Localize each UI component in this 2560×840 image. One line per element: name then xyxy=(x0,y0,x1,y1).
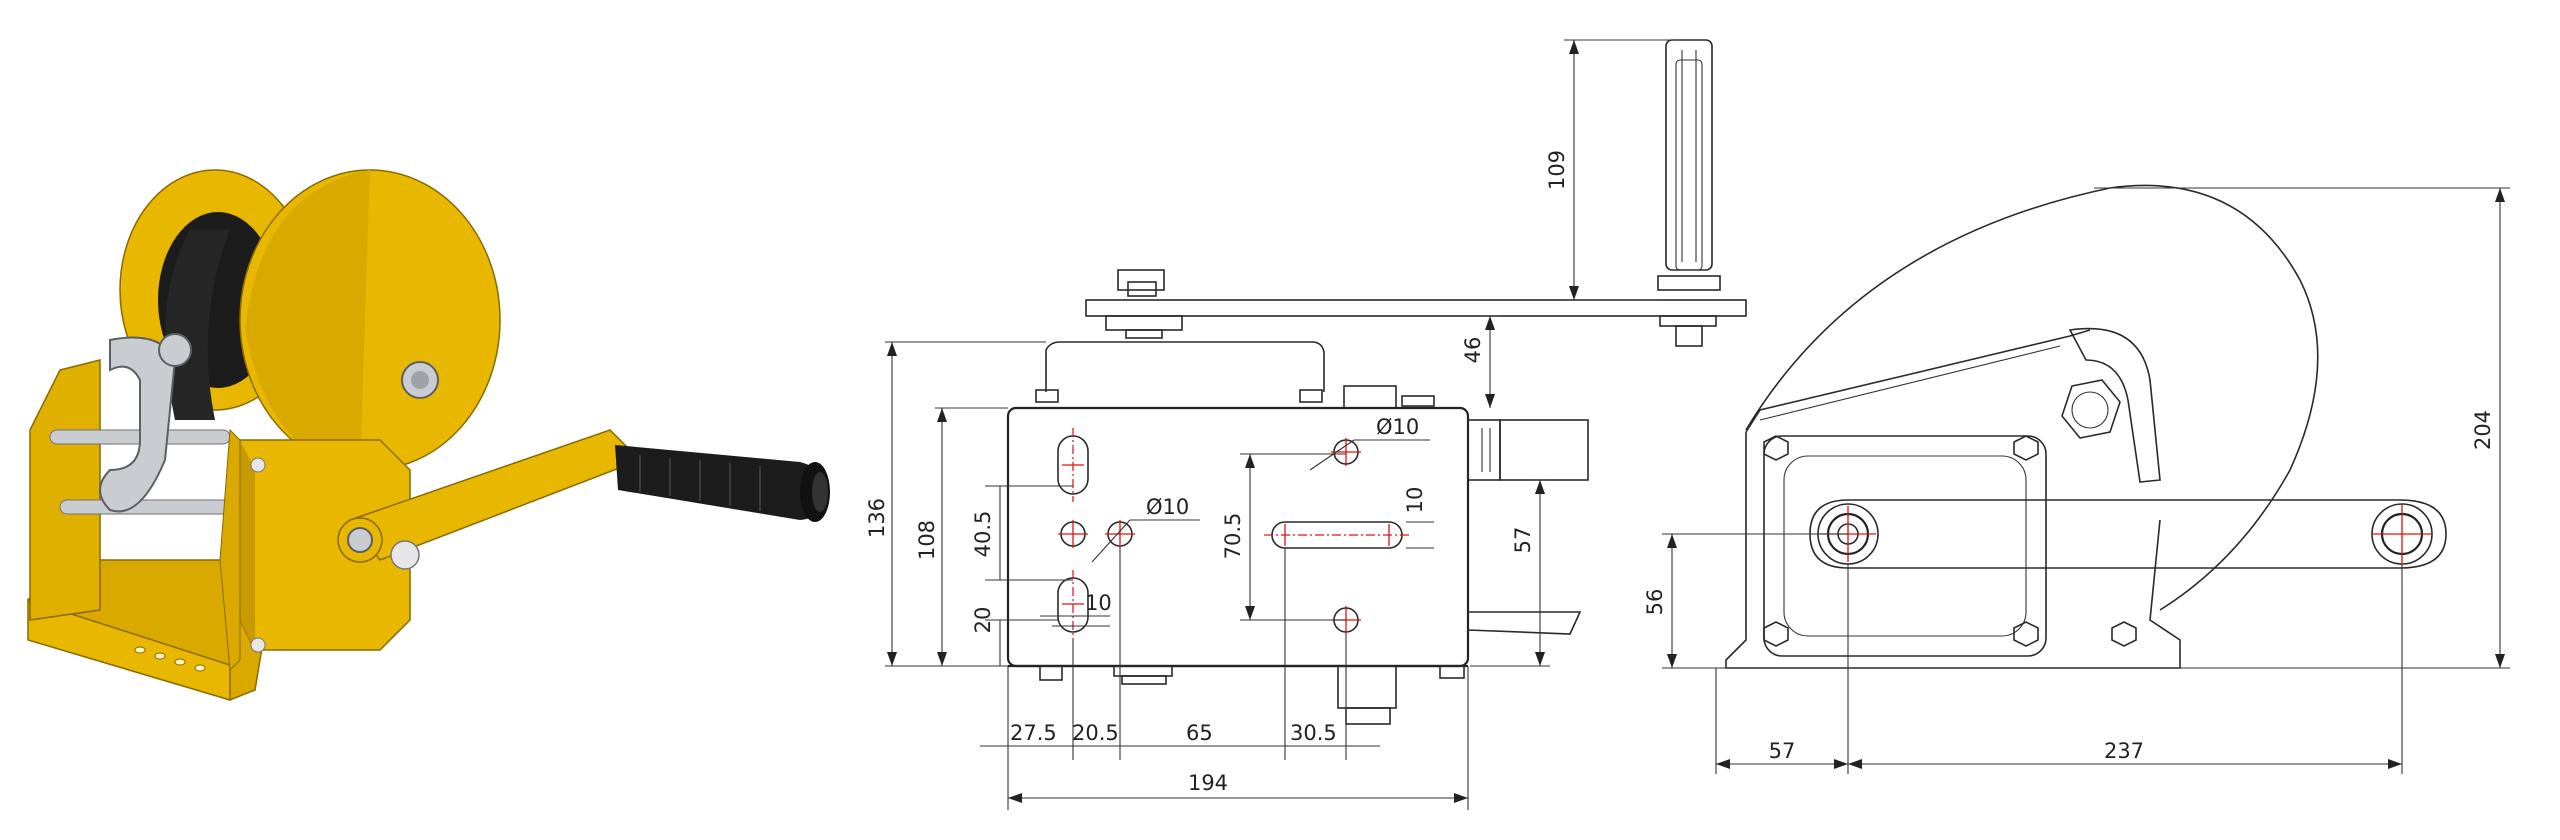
dim-slot-spacing: 70.5 xyxy=(1221,513,1245,560)
dim-side-shaft-offset: 57 xyxy=(1769,739,1796,763)
dim-bottom-offset: 20 xyxy=(971,607,995,634)
dim-side-overall-height: 204 xyxy=(2471,410,2495,450)
dim-slot-height: 10 xyxy=(1403,487,1427,514)
dim-body-height: 108 xyxy=(915,520,939,560)
dim-right-height: 57 xyxy=(1511,527,1535,554)
dim-overall-width: 194 xyxy=(1188,771,1228,795)
dim-hole-spacing: 40.5 xyxy=(971,511,995,558)
dim-handle-length: 109 xyxy=(1545,150,1569,190)
mounting-holes xyxy=(1057,428,1410,640)
dim-hole-dia-mid: Ø10 xyxy=(1146,495,1189,519)
dim-bottom-20-5: 20.5 xyxy=(1072,721,1119,745)
front-dimension-arrows xyxy=(887,40,1579,803)
dim-slot-width: 10 xyxy=(1085,591,1112,615)
dim-bottom-30-5: 30.5 xyxy=(1290,721,1337,745)
winch-3d-render-icon xyxy=(27,169,830,702)
front-dimension-lines xyxy=(885,39,1680,810)
winch-side-view-drawing: 204 56 57 237 xyxy=(1643,184,2510,774)
dim-bottom-27-5: 27.5 xyxy=(1010,721,1057,745)
winch-front-view-drawing: 136 108 40.5 20 10 70.5 Ø10 Ø10 10 109 4… xyxy=(865,39,1747,810)
dim-side-crank-length: 237 xyxy=(2104,739,2144,763)
dim-side-shaft-height: 56 xyxy=(1643,589,1667,616)
dim-overall-height: 136 xyxy=(865,498,889,538)
side-dimension-arrows xyxy=(1667,188,2505,769)
dim-bottom-65: 65 xyxy=(1186,721,1213,745)
dim-handle-offset: 46 xyxy=(1461,337,1485,364)
side-dimension-lines xyxy=(1662,188,2510,774)
dim-hole-dia-top: Ø10 xyxy=(1376,415,1419,439)
